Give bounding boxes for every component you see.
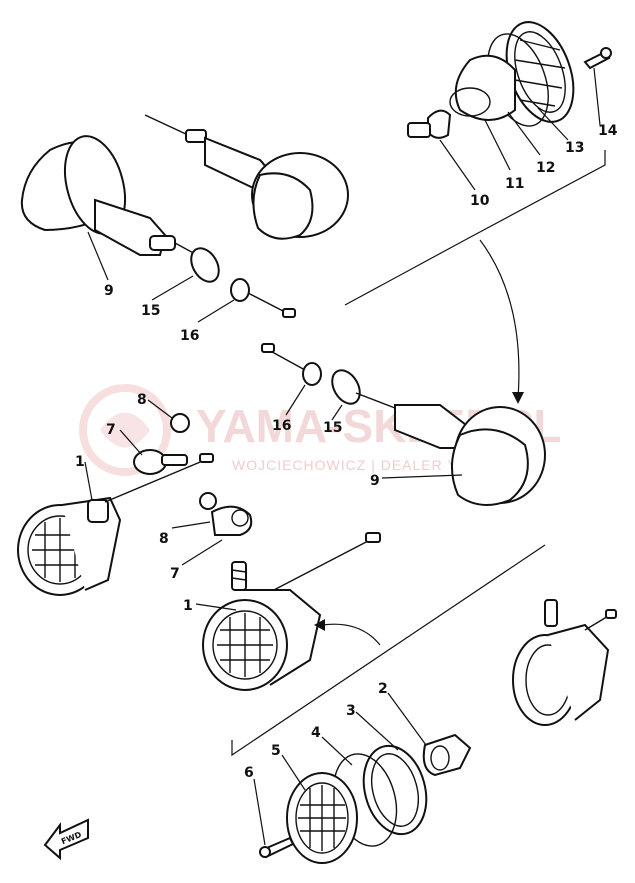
arrow-upper — [479, 239, 520, 399]
callout-labels: 14 13 12 11 10 9 15 16 8 7 16 15 1 9 8 7… — [75, 123, 618, 781]
watermark-subtitle: WOJCIECHOWICZ | DEALER YAMAHA — [232, 457, 511, 473]
flasher-upper-center — [144, 114, 349, 240]
callout-8-center: 8 — [159, 531, 169, 547]
callout-10: 10 — [470, 193, 490, 209]
callout-4: 4 — [311, 725, 321, 741]
callout-9-middle: 9 — [370, 473, 380, 489]
arrow-lower — [321, 623, 381, 646]
callout-1-center: 1 — [183, 598, 193, 614]
group-bracket-upper — [344, 150, 606, 306]
flasher-upper-left — [20, 135, 296, 323]
flasher-housing-right — [512, 599, 617, 726]
callout-1-left: 1 — [75, 454, 85, 470]
lens-exploded-lower — [253, 692, 472, 864]
flasher-front-center — [171, 492, 381, 691]
lens-assembly-exploded — [407, 21, 612, 191]
arrow-head-lower — [314, 619, 325, 631]
callout-16-middle: 16 — [272, 418, 291, 434]
flasher-middle-right — [261, 343, 546, 506]
callout-16-upper: 16 — [180, 328, 199, 344]
callout-12: 12 — [536, 160, 555, 176]
callout-2: 2 — [378, 681, 388, 697]
arrow-head-upper — [512, 392, 524, 404]
callout-3: 3 — [346, 703, 356, 719]
callout-14: 14 — [598, 123, 618, 139]
callout-11: 11 — [505, 176, 524, 192]
callout-6: 6 — [244, 765, 254, 781]
callout-8-left: 8 — [137, 392, 147, 408]
group-bracket-lower — [231, 544, 546, 757]
callout-7-center: 7 — [170, 566, 180, 582]
callout-9-upper: 9 — [104, 283, 114, 299]
callout-7-left: 7 — [106, 422, 116, 438]
callout-15-upper: 15 — [141, 303, 160, 319]
fwd-indicator: FWD — [43, 818, 89, 861]
callout-5: 5 — [271, 743, 281, 759]
callout-13: 13 — [565, 140, 584, 156]
callout-15-middle: 15 — [323, 420, 342, 436]
flasher-front-left — [17, 399, 214, 596]
